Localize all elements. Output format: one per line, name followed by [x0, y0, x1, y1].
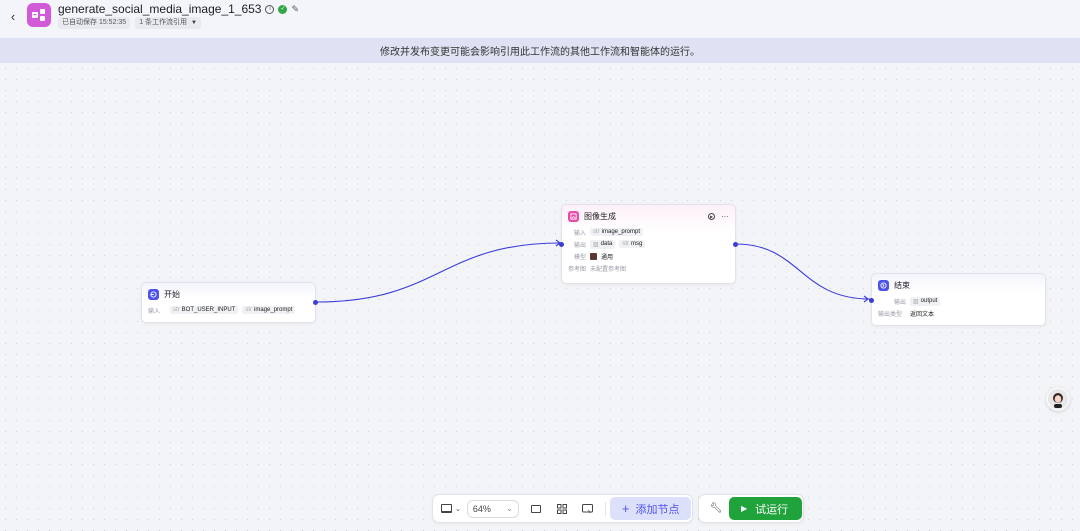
output-type-value: 返回文本: [910, 311, 935, 318]
input-label: 输入: [573, 230, 586, 237]
end-icon: [878, 280, 889, 291]
end-node-title: 结束: [894, 281, 910, 290]
references-label: 1 条工作流引用: [139, 19, 188, 26]
zoom-level: 64%: [472, 503, 491, 514]
info-icon[interactable]: i: [265, 4, 275, 14]
test-run-node-icon[interactable]: ▶: [708, 213, 715, 220]
auto-layout-button[interactable]: [555, 503, 569, 514]
check-circle-icon: ✓: [278, 4, 288, 14]
more-icon[interactable]: ···: [721, 212, 729, 221]
title-row: generate_social_media_image_1_653 i ✓ ✎: [58, 2, 300, 16]
workflow-app-icon: [27, 3, 51, 27]
image-node-title: 图像生成: [584, 212, 616, 221]
test-run-button[interactable]: ▶ 试运行: [729, 497, 803, 520]
end-node[interactable]: 结束 输出 ▨output 输出类型 返回文本: [869, 273, 1046, 326]
edit-icon[interactable]: ✎: [291, 3, 300, 14]
comment-button[interactable]: [529, 504, 543, 513]
input-port[interactable]: [559, 242, 564, 247]
start-node-title: 开始: [164, 290, 180, 299]
plus-icon: +: [621, 501, 630, 516]
wrench-icon: 🔧︎: [709, 503, 723, 514]
reference-label: 参考图: [568, 266, 587, 273]
caret-down-icon: ▼: [191, 20, 197, 26]
workflow-title: generate_social_media_image_1_653: [58, 2, 262, 16]
image-type-icon: ▨: [913, 298, 919, 305]
monitor-icon: [441, 504, 452, 513]
output-label: 输出: [573, 242, 586, 249]
image-type-icon: ▨: [593, 241, 599, 248]
output-type-label: 输出类型: [878, 311, 903, 318]
interaction-mode-button[interactable]: [581, 503, 595, 514]
input-label: 输入: [148, 308, 161, 315]
back-button[interactable]: ‹: [6, 8, 20, 24]
zoom-select[interactable]: 64% ⌄: [466, 499, 519, 518]
comment-icon: [530, 504, 541, 513]
header: ‹ generate_social_media_image_1_653 i ✓ …: [0, 0, 1080, 38]
status-row: 已自动保存 15:52:35 1 条工作流引用 ▼: [58, 17, 201, 29]
output-port[interactable]: [313, 300, 318, 305]
start-icon: [148, 289, 159, 300]
test-run-label: 试运行: [755, 503, 789, 516]
minimap-toggle[interactable]: ⌄: [441, 504, 461, 513]
model-label: 模型: [573, 254, 586, 261]
grid-icon: [556, 503, 567, 514]
output-port[interactable]: [733, 242, 738, 247]
chevron-left-icon: ‹: [10, 8, 16, 24]
assistant-avatar[interactable]: [1046, 387, 1070, 411]
banner-text: 修改并发布变更可能会影响引用此工作流的其他工作流和智能体的运行。: [380, 47, 700, 58]
output-tag: ▨output: [910, 296, 941, 306]
run-toolbar: 🔧︎ ▶ 试运行: [698, 494, 804, 523]
reference-value: 未配置参考图: [590, 266, 627, 273]
chevron-down-icon: ⌄: [455, 505, 461, 513]
debug-settings-button[interactable]: 🔧︎: [709, 503, 723, 514]
chevron-down-icon: ⌄: [506, 504, 513, 513]
autosave-status: 已自动保存 15:52:35: [58, 17, 131, 29]
add-node-label: 添加节点: [635, 503, 680, 516]
divider: [604, 501, 606, 516]
model-avatar-icon: [590, 252, 597, 260]
add-node-button[interactable]: + 添加节点: [609, 497, 692, 520]
output-tag: ▨data: [590, 239, 616, 249]
model-value: 通用: [601, 254, 614, 261]
play-icon: ▶: [741, 504, 748, 513]
output-label: 输出: [893, 299, 906, 306]
image-icon: [568, 211, 579, 222]
warning-banner: 修改并发布变更可能会影响引用此工作流的其他工作流和智能体的运行。: [0, 38, 1080, 63]
input-port[interactable]: [869, 298, 874, 303]
cursor-window-icon: [582, 503, 594, 513]
canvas-toolbar: ⌄ 64% ⌄ + 添加节点: [432, 494, 693, 523]
references-dropdown[interactable]: 1 条工作流引用 ▼: [135, 17, 201, 29]
